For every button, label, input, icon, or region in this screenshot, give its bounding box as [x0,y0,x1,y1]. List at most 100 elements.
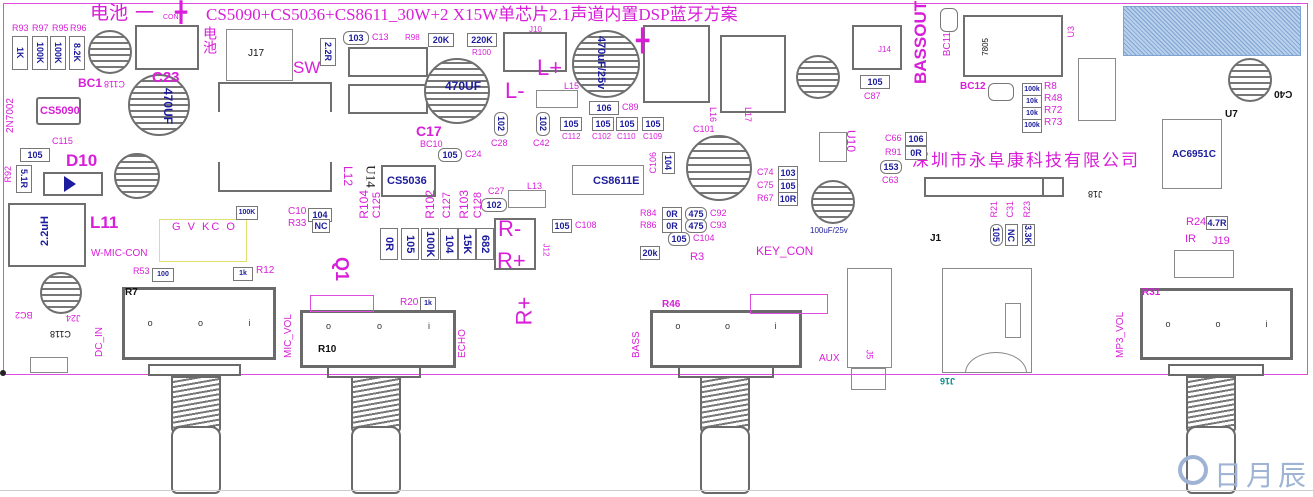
ref-r97: R97 [32,23,49,33]
label-u3: U3 [1066,26,1076,38]
chip-cs8611e [572,165,644,195]
part-r97: 100K [32,36,48,70]
pot-knob[interactable] [351,426,401,494]
regulator-7805 [963,15,1063,77]
chip-cs5090-label: CS5090 [40,105,80,117]
inductor-l13 [508,190,546,208]
connector-j14 [852,25,902,70]
label-l17: L17 [743,106,754,123]
title-minus: 一 [135,3,155,24]
ref-c24: C24 [465,149,482,159]
pot-ref: R46 [662,299,681,310]
label-c101: C101 [693,124,715,134]
label-dc-in: DC_IN [94,326,105,357]
label-l12: L12 [341,165,356,187]
part-c108: 105 [552,219,572,233]
pin: i [248,318,251,328]
label-u14: U14 [363,165,379,188]
part-r91: 0R [905,146,927,160]
ref-r73: R73 [1044,117,1063,128]
pot-knob[interactable] [700,426,750,494]
pin: o [197,318,203,328]
part-c66: 106 [905,132,927,146]
label-echo: ECHO [457,329,468,358]
part-c104: 105 [668,232,690,246]
capacitor-c17 [424,58,490,124]
pot-shaft [171,376,221,434]
label-c118: C118 [104,79,125,89]
label-ir: IR [1185,233,1196,245]
part-c87: 105 [860,75,890,89]
capacitor-c101 [686,135,752,201]
part-r93: 1K [12,36,28,70]
ref-r8: R8 [1044,81,1057,92]
part-r33: NC [312,219,330,233]
ref-c92: C92 [710,208,727,218]
ref-r95: R95 [52,23,69,33]
label-battery-vertical: 电池 [202,26,218,54]
part-r96: 8.2K [69,36,85,70]
part-c42: 102 [536,112,550,136]
ref-c93: C93 [710,220,727,230]
ref-c109: C109 [643,132,663,141]
part-r95: 100K [50,36,66,70]
ref-r84: R84 [640,208,657,218]
label-key-con: KEY_CON [756,244,814,258]
part-c110: 105 [616,117,638,131]
label-100uf: 100uF/25v [810,226,848,235]
part-c109: 105 [642,117,664,131]
ref-r72: R72 [1044,105,1063,116]
pin: o [725,321,731,331]
label-j12: J12 [541,243,551,257]
ref-c106: C106 [648,152,658,174]
part-c63: 153 [880,160,902,174]
connector-j18-end [1042,177,1064,197]
ref-r20: R20 [400,297,419,308]
ref-c112: C112 [562,132,581,141]
capacitor-c100 [572,30,640,98]
part-c13: 103 [343,31,369,45]
part-r67: 10R [778,192,798,206]
title-con: CON [163,14,179,21]
label-7805: 7805 [981,38,990,56]
label-r-plus: R+ [497,248,526,273]
pot-base [148,364,241,376]
jack-j5 [847,268,892,368]
ref-c75: C75 [757,180,774,190]
ref-r92: R92 [3,166,13,183]
ref-r12: R12 [256,265,275,276]
ref-c125: C125 [371,192,383,219]
part-c75: 105 [778,179,798,193]
part-c27: 102 [481,198,507,212]
label-r-minus: R- [498,216,522,241]
part-r86: 0R [662,219,682,233]
part-r103: 15K [458,228,476,260]
diode-d16 [348,84,428,114]
capacitor-c23 [128,74,190,136]
ref-r23: R23 [1022,201,1032,218]
chip-ac6951c-label: AC6951C [1172,149,1216,160]
part-c127: 104 [440,228,458,260]
part-c74: 103 [778,166,798,180]
part-bc11 [940,8,958,32]
ref-c31: C31 [1005,201,1015,218]
chip-cs5090 [36,97,81,125]
label-c17-value: 470UF [445,79,482,93]
label-j14: J14 [878,45,891,54]
ref-c13: C13 [372,32,389,42]
ref-c66: C66 [885,133,902,143]
label-c17: C17 [416,123,442,139]
label-j18: J18 [1088,189,1103,199]
diode-icon [64,176,76,192]
pot-knob[interactable] [171,426,221,494]
part-r3: 20k [640,246,660,260]
diode-d15 [348,47,428,77]
connector-w-mic [159,219,247,262]
label-u10: U10 [844,129,859,153]
ref-r53: R53 [133,266,150,276]
chip-cs8611e-label: CS8611E [593,175,640,187]
label-j5: J5 [864,349,875,360]
